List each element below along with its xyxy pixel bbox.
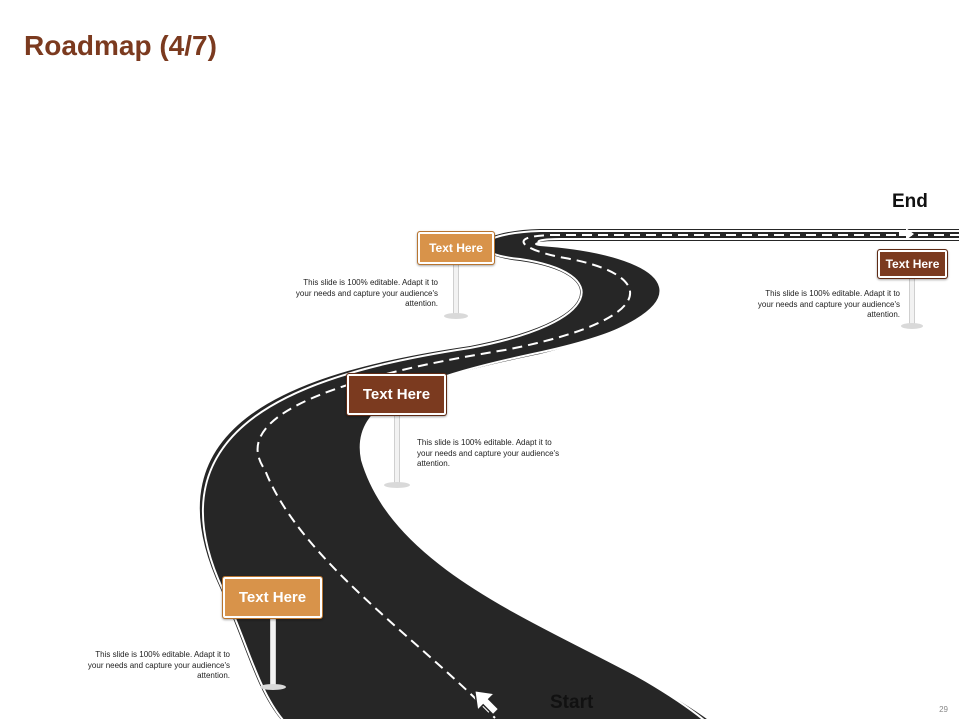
milestone-description-3: This slide is 100% editable. Adapt it to… [417,438,560,468]
signpost-pole [909,276,915,326]
page-title: Roadmap (4/7) [24,30,217,61]
milestone-sign-4[interactable]: Text Here [222,576,323,619]
signpost-base [901,323,923,329]
milestone-description-2: This slide is 100% editable. Adapt it to… [757,289,900,319]
milestone-description-4: This slide is 100% editable. Adapt it to… [87,650,230,680]
end-label: End [892,191,928,212]
signpost-base [260,684,286,690]
end-arrow-icon [899,228,914,240]
signpost-pole [453,262,459,316]
signpost-pole [270,615,276,687]
road-edge-inner [363,238,960,720]
milestone-description-1: This slide is 100% editable. Adapt it to… [295,278,438,308]
signpost-base [384,482,410,488]
page-number: 29 [939,705,948,714]
start-label: Start [550,692,594,713]
signpost-pole [394,412,400,486]
milestone-sign-1[interactable]: Text Here [417,231,495,265]
milestone-sign-2[interactable]: Text Here [877,249,948,279]
milestone-sign-3[interactable]: Text Here [346,373,447,416]
signpost-base [444,313,468,319]
start-arrow-icon [473,689,500,716]
road-centerline [256,234,960,719]
